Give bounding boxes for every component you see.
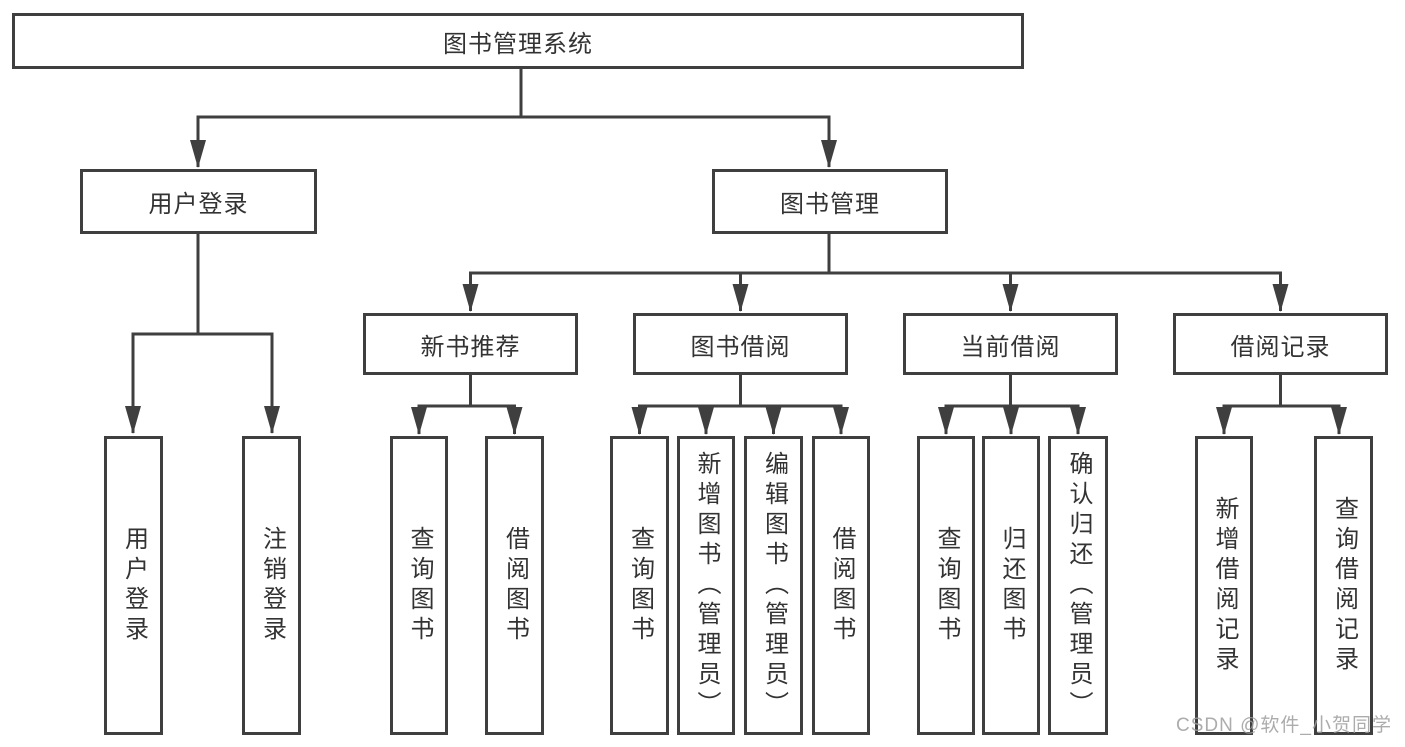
leaf-add-books-admin: 新增图书（管理员） bbox=[677, 436, 735, 735]
leaf-edit-books-admin-label: 编辑图书（管理员） bbox=[760, 450, 788, 721]
node-book-borrowing-label: 图书借阅 bbox=[690, 333, 791, 361]
node-borrowing-records-label: 借阅记录 bbox=[1230, 333, 1331, 361]
leaf-recommend-borrow-books-label: 借阅图书 bbox=[501, 525, 529, 646]
watermark: CSDN @软件_小贺同学 bbox=[1176, 715, 1392, 736]
leaf-logout: 注销登录 bbox=[242, 436, 301, 735]
node-user-login-label: 用户登录 bbox=[148, 191, 249, 218]
node-new-book-recommend-label: 新书推荐 bbox=[420, 333, 521, 361]
leaf-borrowing-query-books: 查询图书 bbox=[610, 436, 669, 735]
leaf-user-login: 用户登录 bbox=[104, 436, 163, 735]
leaf-current-query-books: 查询图书 bbox=[917, 436, 975, 735]
leaf-borrowing-query-books-label: 查询图书 bbox=[626, 525, 654, 646]
leaf-return-books-label: 归还图书 bbox=[998, 525, 1025, 646]
leaf-add-borrow-record: 新增借阅记录 bbox=[1195, 436, 1253, 735]
leaf-current-query-books-label: 查询图书 bbox=[933, 525, 960, 646]
leaf-query-borrow-record: 查询借阅记录 bbox=[1314, 436, 1373, 735]
node-user-login: 用户登录 bbox=[80, 169, 317, 234]
leaf-borrowing-borrow-books-label: 借阅图书 bbox=[828, 525, 855, 646]
node-root-label: 图书管理系统 bbox=[443, 30, 593, 58]
node-root: 图书管理系统 bbox=[12, 13, 1024, 69]
node-new-book-recommend: 新书推荐 bbox=[363, 313, 578, 375]
node-current-borrowing-label: 当前借阅 bbox=[960, 333, 1061, 361]
leaf-confirm-return-admin-label: 确认归还（管理员） bbox=[1065, 450, 1092, 721]
node-book-management-label: 图书管理 bbox=[780, 191, 880, 218]
leaf-add-books-admin-label: 新增图书（管理员） bbox=[693, 450, 720, 721]
leaf-logout-label: 注销登录 bbox=[258, 525, 286, 646]
leaf-user-login-label: 用户登录 bbox=[120, 525, 148, 646]
leaf-borrowing-borrow-books: 借阅图书 bbox=[812, 436, 870, 735]
leaf-return-books: 归还图书 bbox=[982, 436, 1040, 735]
leaf-recommend-query-books: 查询图书 bbox=[390, 436, 448, 735]
leaf-recommend-query-books-label: 查询图书 bbox=[406, 525, 433, 646]
node-book-borrowing: 图书借阅 bbox=[633, 313, 848, 375]
leaf-confirm-return-admin: 确认归还（管理员） bbox=[1048, 436, 1108, 735]
node-book-management: 图书管理 bbox=[712, 169, 948, 234]
leaf-add-borrow-record-label: 新增借阅记录 bbox=[1211, 495, 1238, 676]
leaf-recommend-borrow-books: 借阅图书 bbox=[485, 436, 544, 735]
node-borrowing-records: 借阅记录 bbox=[1173, 313, 1388, 375]
leaf-edit-books-admin: 编辑图书（管理员） bbox=[744, 436, 803, 735]
leaf-query-borrow-record-label: 查询借阅记录 bbox=[1330, 495, 1358, 676]
node-current-borrowing: 当前借阅 bbox=[903, 313, 1118, 375]
